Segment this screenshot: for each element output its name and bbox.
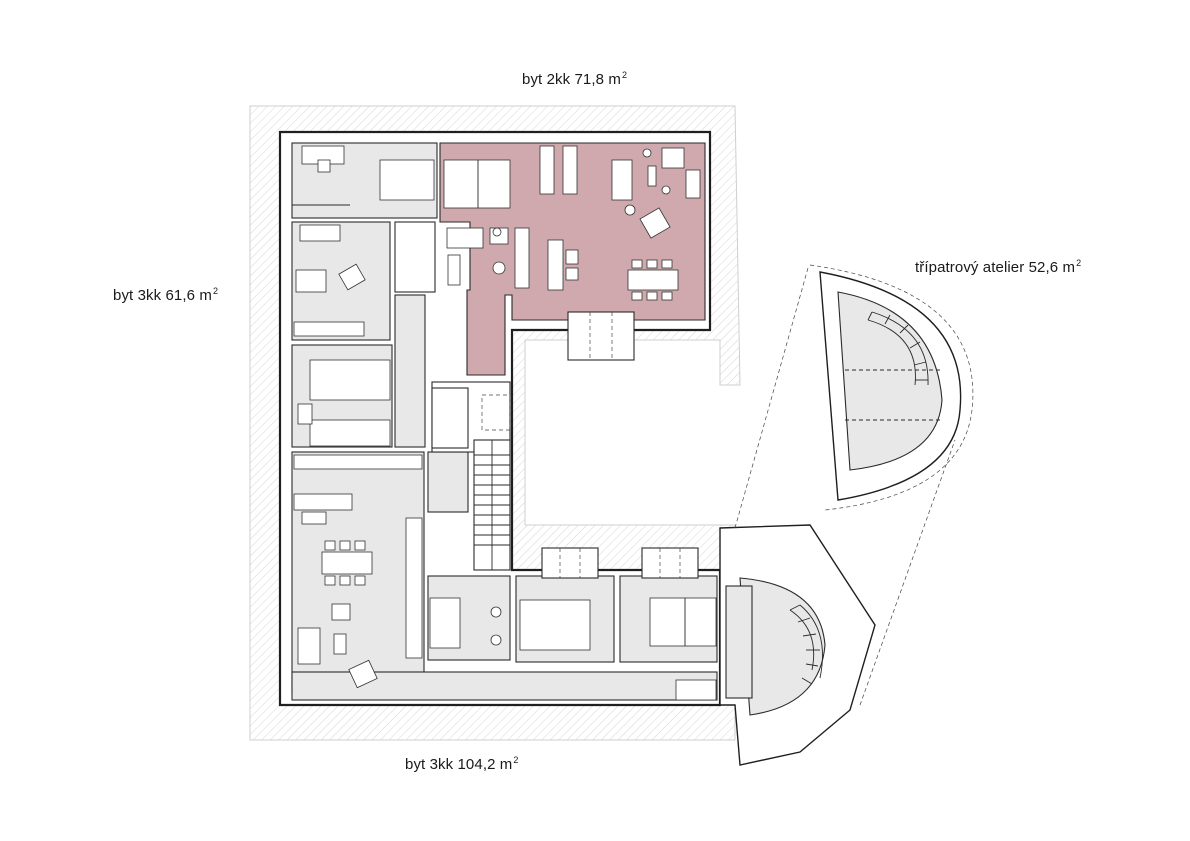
- stair-core: [431, 381, 511, 571]
- furniture-3kk-left: [292, 145, 435, 447]
- label-unit-2kk-text: byt 2kk 71,8 m: [522, 71, 621, 88]
- label-unit-2kk: byt 2kk 71,8 m2: [522, 70, 627, 88]
- label-unit-3kk-bottom: byt 3kk 104,2 m2: [405, 755, 519, 773]
- furniture-3kk-bottom: [293, 454, 717, 701]
- atelier-detail: [809, 264, 974, 511]
- label-atelier-text: třípatrový atelier 52,6 m: [915, 259, 1076, 276]
- label-atelier-sup: 2: [1076, 258, 1082, 268]
- detail-leader-lines: [734, 267, 956, 706]
- atelier-plan: [719, 524, 876, 766]
- furniture-2kk: [443, 145, 701, 301]
- label-atelier: třípatrový atelier 52,6 m2: [915, 258, 1081, 276]
- label-unit-3kk-left-text: byt 3kk 61,6 m: [113, 287, 212, 304]
- dormer-windows: [541, 311, 699, 579]
- label-unit-3kk-left: byt 3kk 61,6 m2: [113, 286, 218, 304]
- label-unit-3kk-bottom-text: byt 3kk 104,2 m: [405, 756, 513, 773]
- label-unit-2kk-sup: 2: [621, 70, 628, 80]
- label-unit-3kk-left-sup: 2: [212, 286, 219, 296]
- label-unit-3kk-bottom-sup: 2: [513, 755, 519, 765]
